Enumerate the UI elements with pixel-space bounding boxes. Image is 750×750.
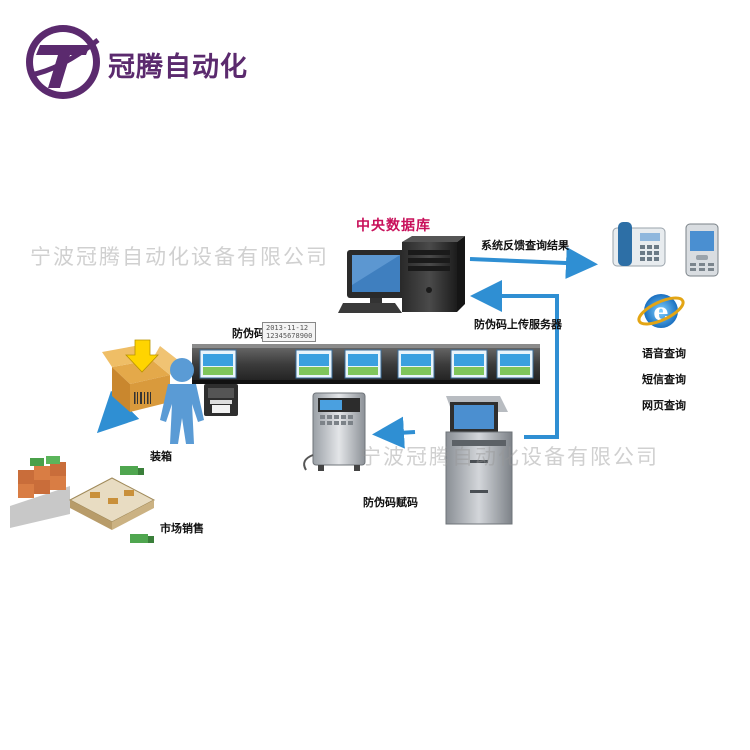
watermark-top: 宁波冠腾自动化设备有限公司 — [30, 245, 329, 269]
central-database-title: 中央数据库 — [356, 218, 431, 234]
assign-label: 防伪码赋码 — [363, 496, 418, 509]
watermark-bottom: 宁波冠腾自动化设备有限公司 — [360, 445, 659, 469]
desk-phone-icon — [612, 222, 666, 267]
assign-arrow — [372, 416, 416, 449]
market-label: 市场销售 — [160, 522, 204, 535]
web-query-label: 网页查询 — [642, 399, 686, 412]
web-browser-icon: e — [637, 294, 685, 328]
company-logo-icon — [26, 25, 100, 99]
query-methods-list: 语音查询 短信查询 网页查询 — [642, 345, 686, 413]
packing-label: 装箱 — [150, 450, 172, 463]
upload-arrow — [470, 280, 559, 439]
feedback-arrow — [469, 247, 598, 279]
market-arrow — [96, 390, 140, 434]
product-box — [344, 349, 382, 379]
product-box — [199, 349, 237, 379]
upload-label: 防伪码上传服务器 — [474, 318, 562, 331]
truck-icon — [130, 534, 154, 543]
inkjet-coding-machine-icon — [303, 392, 366, 471]
company-name: 冠腾自动化 — [108, 52, 248, 83]
product-box — [295, 349, 333, 379]
code-sample: 2013-11-12 12345678900 — [262, 322, 317, 342]
label-printer-icon — [204, 384, 238, 416]
worker-figure-icon — [160, 358, 204, 444]
product-box — [397, 349, 435, 379]
product-box — [496, 349, 534, 379]
database-computer-icon — [338, 236, 465, 313]
product-boxes — [199, 349, 534, 379]
voice-query-label: 语音查询 — [642, 347, 686, 360]
feedback-label: 系统反馈查询结果 — [481, 239, 569, 252]
product-box — [450, 349, 488, 379]
truck-icon — [120, 466, 144, 475]
sms-query-label: 短信查询 — [642, 373, 686, 386]
code-sample-line-2: 12345678900 — [266, 332, 313, 340]
query-kiosk-icon — [445, 396, 513, 525]
mobile-phone-icon — [685, 223, 719, 277]
code-sample-line-1: 2013-11-12 — [266, 324, 309, 332]
open-carton-icon — [102, 339, 178, 412]
market-warehouse-icon — [10, 456, 156, 543]
